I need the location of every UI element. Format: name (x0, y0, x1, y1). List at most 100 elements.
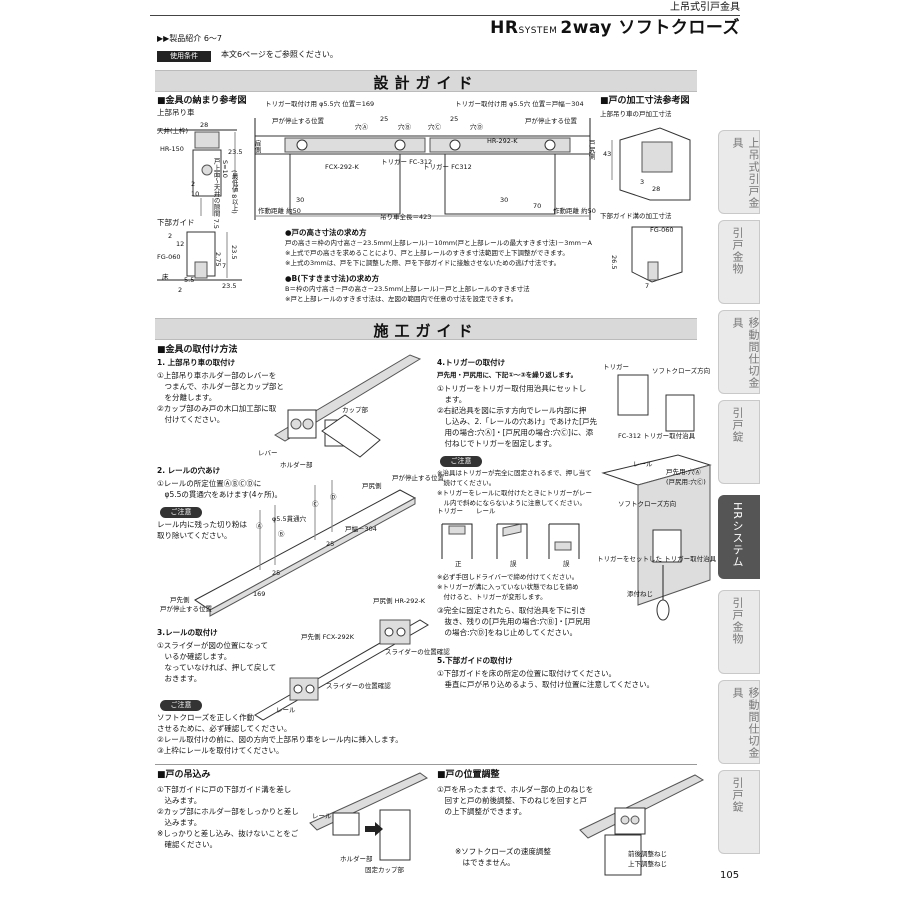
side-tab-8[interactable]: 引戸錠 (718, 770, 760, 854)
step3-caution-2: させるために、必ず確認してください。 (157, 724, 292, 733)
step2-caution-1: レール内に残った切り粉は (157, 520, 247, 529)
install-heading: ■金具の取付け方法 (157, 345, 238, 355)
fcx292-label: FCX-292-K (325, 163, 359, 171)
step4-caution-1: ※治具はトリガーが完全に固定されるまで、押し当て (437, 469, 592, 477)
step2-title: 2. レールの穴あけ (157, 466, 221, 475)
hang-line-3: ②カップ部にホルダー部をしっかりと差し (157, 807, 299, 816)
dim-7: 7 (222, 262, 227, 270)
step3-rail-install-diagram (254, 619, 429, 721)
side-tab-7[interactable]: 移動間仕切金具 (718, 680, 760, 764)
intro-link[interactable]: ▶▶製品紹介 6〜7 (157, 34, 223, 43)
step2-line-1: ①レールの所定位置ⒶⒷⒸⒹに (157, 479, 262, 488)
slider-check-2: スライダーの位置確認 (326, 682, 391, 690)
dim-5-5: 5.5 (184, 276, 195, 284)
hr292-label: HR-292-K (487, 137, 518, 145)
step3-line-4: おきます。 (157, 674, 202, 683)
step4-caution-4: ル内で斜めにならないように注意してください。 (437, 499, 586, 507)
step4-after-5: 抜き、残りの[戸先用の場合:穴Ⓑ]・[戸尻用 (437, 617, 591, 626)
gap-formula: B＝枠の内寸高さ－戸の高さ－23.5mm(上部レール)－戸と上部レールのすきま寸… (285, 285, 530, 293)
door-stop-left: 戸が停止する位置 (272, 117, 324, 125)
title-label: 2way ソフトクローズ (560, 18, 740, 38)
hang-line-1: ①下部ガイドに戸の下部ガイド溝を差し (157, 785, 292, 794)
front-fcx292: 戸先側 FCX-292K (301, 633, 354, 641)
hr150-label: HR-150 (160, 145, 184, 153)
side-tab-3[interactable]: 移動間仕切金具 (718, 310, 760, 394)
bottom-guide-label: 下部ガイド (157, 218, 195, 227)
hang-rail-label: レール (312, 812, 332, 820)
design-guide-title: 設計ガイド (373, 74, 479, 92)
step4-after-2: ※トリガーが溝に入っていない状態でねじを締め (437, 583, 579, 591)
step1-line-3: を分離します。 (157, 393, 217, 402)
stop-pos-top: 戸が停止する位置 (392, 474, 444, 482)
slider-check-1: スライダーの位置確認 (385, 648, 450, 656)
step5-line-2: 垂直に戸が吊り込めるよう、取付け位置に注意してください。 (437, 680, 655, 689)
jig-label: FC-312 トリガー取付治具 (618, 432, 696, 440)
cup-label: カップ部 (342, 406, 368, 414)
step4-line-1: ①トリガーをトリガー取付用治具にセットし (437, 384, 587, 393)
s-value: S=10 (221, 160, 230, 178)
dim-30-right: 30 (500, 196, 509, 204)
fc312-right: トリガー FC312 (423, 163, 472, 171)
side-tab-6[interactable]: 引戸金物 (718, 590, 760, 674)
step2-rail-drill-diagram (194, 480, 417, 617)
dim-30-left: 30 (296, 196, 305, 204)
step4-caution-badge: ご注意 (440, 456, 482, 467)
install-guide-band: 施工ガイド (155, 318, 697, 340)
height-formula: 戸の高さ＝枠の内寸高さ－23.5mm(上部レール)－10mm(戸と上部レールの最… (285, 239, 592, 247)
step3-line-1: ①スライダーが図の位置になって (157, 641, 269, 650)
step5-title: 5.下部ガイドの取付け (437, 656, 513, 665)
rail-dim-25-left: 25 (272, 569, 281, 577)
dim-25-left: 25 (380, 115, 389, 123)
step1-line-2: つまんで、ホルダー部とカップ部と (157, 382, 284, 391)
trigger-orientation-diagram (441, 523, 580, 559)
screw-label: 添付ねじ (627, 590, 653, 598)
hole-b: 穴Ⓑ (398, 123, 411, 131)
door-dim-26-5: 26.5 (610, 255, 619, 270)
door-tail-side: 戸尻側 (362, 482, 382, 490)
ceiling-label: 天井(上枠) (157, 127, 189, 135)
hole-size: φ5.5貫通穴 (272, 515, 307, 523)
step4-line-6: 付ねじでトリガーを固定します。 (437, 439, 557, 448)
step3-caution-1: ソフトクローズを正しく作動 (157, 713, 255, 722)
step2-caution-2: 取り除いてください。 (157, 531, 232, 540)
hole-c-rail: Ⓒ (312, 500, 319, 508)
hang-line-5: ※しっかりと差し込み、抜けないことをご (157, 829, 299, 838)
rail-dim-169: 169 (253, 590, 266, 598)
softclose-direction-top: ソフトクローズ方向 (652, 367, 711, 375)
fg060-label: FG-060 (157, 253, 181, 261)
door-dim-28: 28 (652, 185, 661, 193)
side-tab-4[interactable]: 引戸錠 (718, 400, 760, 484)
rail-label-step3: レール (276, 706, 296, 714)
trigger-set-jig: トリガーをセットした トリガー取付治具 (597, 555, 717, 563)
frame-left: 扉側 (253, 140, 262, 153)
side-tab-1[interactable]: 上吊式引戸金具 (718, 130, 760, 214)
conditions-text: 本文6ページをご参照ください。 (221, 50, 338, 59)
step4-after-6: の場合:穴Ⓓ]をねじ止めしてください。 (437, 628, 578, 637)
system-label: SYSTEM (518, 26, 558, 36)
fitting-heading: ■金具の納まり参考図 (157, 96, 247, 106)
adjust-note-1: ※ソフトクローズの速度調整 (455, 847, 551, 856)
door-top-label: 上部吊り車の戸加工寸法 (600, 110, 672, 118)
adjust-line-3: の上下調整ができます。 (437, 807, 527, 816)
hang-heading: ■戸の吊込み (157, 770, 211, 780)
adjust-note-2: はできません。 (455, 858, 515, 867)
hole-d: 穴Ⓓ (470, 123, 483, 131)
step4-caution-3: ※トリガーをレールに取付けたときにトリガーがレー (437, 489, 592, 497)
step2-caution-badge: ご注意 (160, 507, 202, 518)
dim-70: 70 (533, 202, 542, 210)
adjust-line-1: ①戸を吊ったままで、ホルダー部の上のねじを (437, 785, 594, 794)
dim-2-floor: 2 (178, 286, 183, 294)
adjust-diagram (579, 774, 705, 876)
door-processing-heading: ■戸の加工寸法参考図 (600, 96, 690, 106)
tail-hr292: 戸尻側 HR-292-K (373, 597, 426, 605)
min-value: (最低値 8以上) (230, 170, 239, 214)
step3-after-2: ③上枠にレールを取付けてください。 (157, 746, 284, 755)
step5-line-1: ①下部ガイドを床の所定の位置に取付けてください。 (437, 669, 616, 678)
dim-2-75: 2.75 (214, 252, 223, 267)
tail-hole-c: (戸尻用:穴Ⓒ) (666, 478, 706, 486)
min-left: 作動距離 約50 (258, 207, 301, 215)
side-tab-hr-system[interactable]: HRシステム (718, 495, 760, 579)
side-tab-2[interactable]: 引戸金物 (718, 220, 760, 304)
page-number: 105 (720, 870, 740, 881)
rail-dim-width: 戸幅－304 (345, 525, 377, 533)
